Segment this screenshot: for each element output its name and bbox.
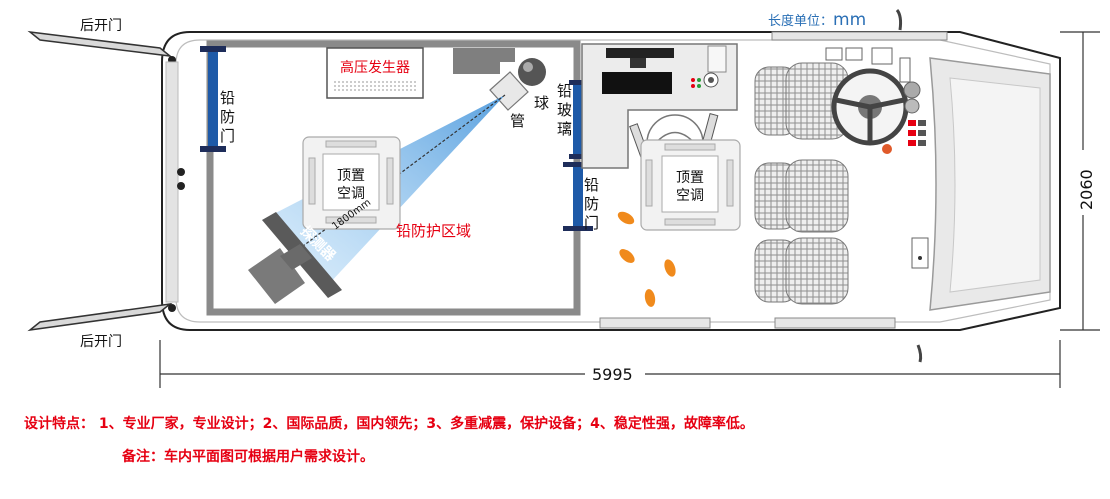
unit-label: 长度单位：mm [768,10,866,30]
side-step-front [774,317,896,329]
rear-door-bottom-label: 后开门 [80,334,122,350]
length-dimension [159,340,1061,388]
operator-desk [581,43,738,169]
rear-lights [177,168,185,190]
remark-text: 备注：车内平面图可根据用户需求设计。 [122,449,374,465]
rear-bumper [165,61,179,303]
side-step-mid [599,317,711,329]
lead-glass-label-1: 铅 [557,82,572,100]
lead-door-left-label-1: 铅 [220,89,235,107]
front-seats [754,62,849,305]
lead-door-mid-label-2: 防 [584,195,599,213]
footprints [617,211,676,307]
ac-right-label-2: 空调 [676,188,704,204]
lead-door-left[interactable] [200,46,226,152]
rear-door-top-label: 后开门 [80,18,122,34]
hv-generator-label: 高压发生器 [340,59,410,76]
length-value: 5995 [592,365,633,384]
rooftop-ac-left [302,136,401,230]
detector-stand [248,212,342,304]
tube-label-tube: 管 [510,112,525,130]
rear-door-bottom[interactable] [27,302,176,332]
lead-glass-label-3: 璃 [557,120,572,138]
side-step-top [771,31,948,41]
tube-label-ball: 球 [534,94,549,112]
design-features-text: 设计特点： 1、专业厂家，专业设计；2、国际品质，国内领先；3、多重减震，保护设… [24,416,754,432]
side-mirror-bottom [916,344,923,363]
unit-prefix: 长度单位： [768,14,834,29]
rear-door-top[interactable] [27,30,176,64]
lead-door-mid-label-1: 铅 [584,176,599,194]
width-value: 2060 [1077,169,1096,210]
width-dimension [1060,31,1100,331]
side-mirror-top [895,9,903,31]
ac-left-label-2: 空调 [337,186,365,202]
lead-room-walls [206,40,581,316]
ac-right-label-1: 顶置 [676,170,704,186]
lead-glass-window [569,80,587,159]
lead-door-mid-label-3: 门 [584,214,599,232]
steering-wheel[interactable] [831,68,909,146]
ac-left-label-1: 顶置 [337,168,365,184]
lead-door-left-label-2: 防 [220,108,235,126]
lead-door-left-label-3: 门 [220,127,235,145]
dashboard [825,47,929,269]
unit-value: mm [833,10,867,30]
lead-glass-label-2: 玻 [557,101,572,119]
hv-generator [326,47,424,99]
lead-door-mid[interactable] [563,162,593,231]
rooftop-ac-right [640,139,741,231]
protection-zone-label: 铅防护区域 [396,222,471,240]
